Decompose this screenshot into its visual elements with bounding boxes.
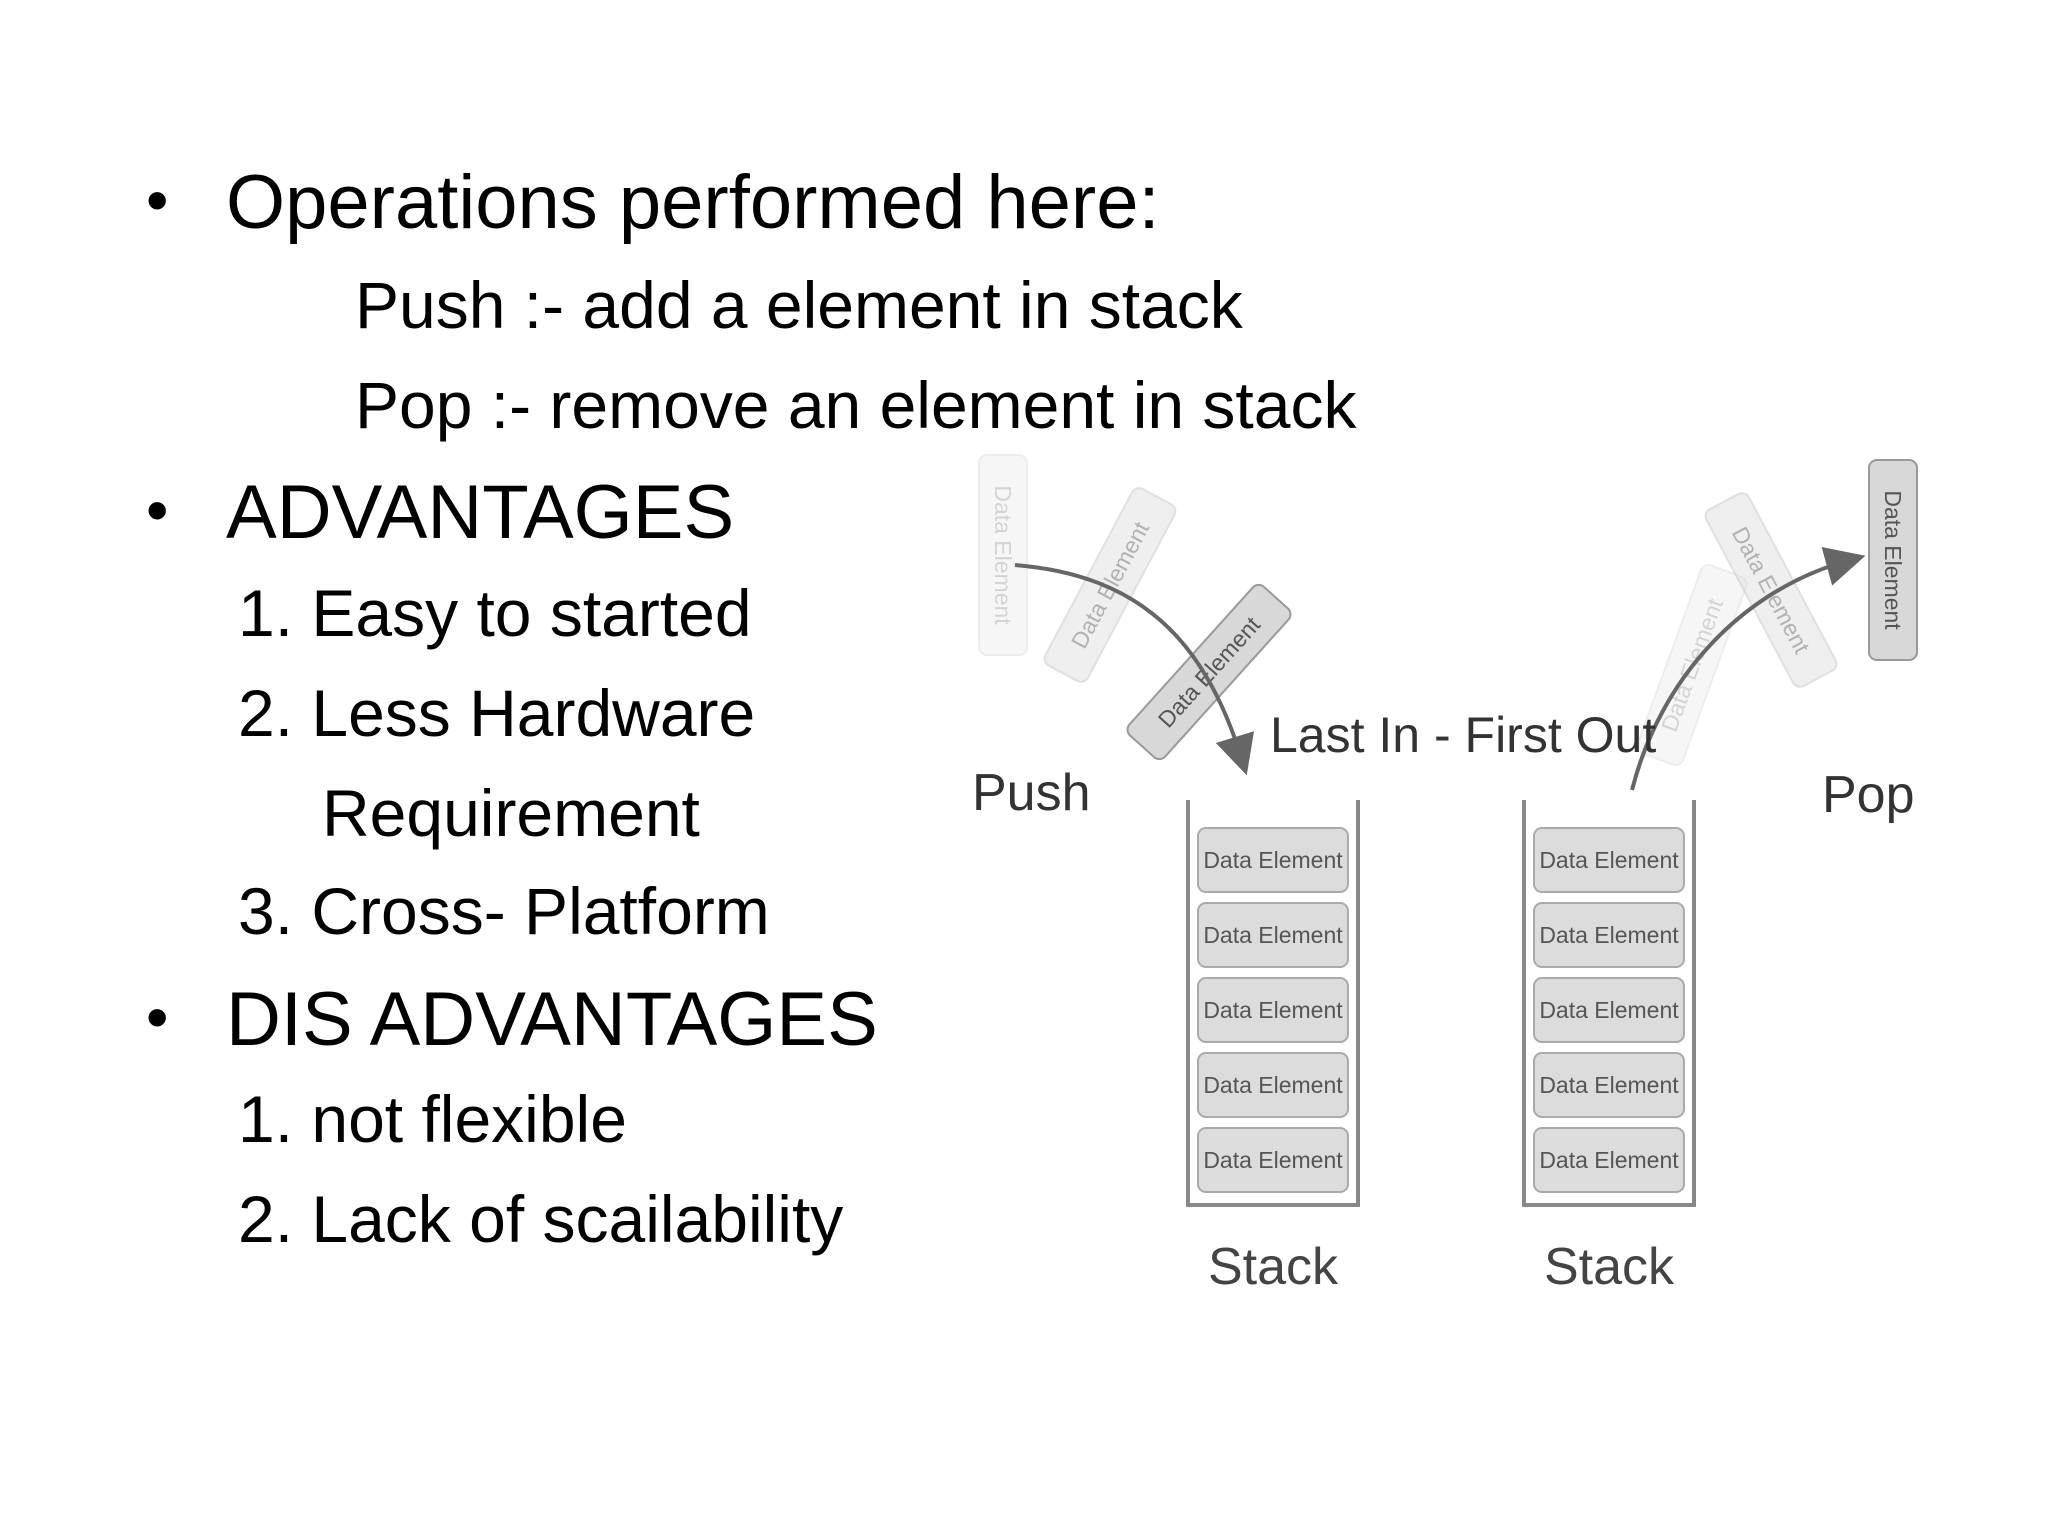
- left-stack-data-element-label: Data Element: [1203, 1072, 1343, 1098]
- advantage-item-1: 1. Easy to started: [238, 576, 752, 650]
- left-stack-data-element-label: Data Element: [1203, 922, 1343, 948]
- push-moving-element-faded-1: Data Element: [978, 454, 1028, 656]
- pop-label: Pop: [1822, 766, 1915, 824]
- right-stack-data-element-label: Data Element: [1539, 922, 1679, 948]
- push-arrow: [1014, 563, 1255, 776]
- bullet-disadvantages: •: [146, 981, 169, 1053]
- right-stack-data-element-label: Data Element: [1539, 1147, 1679, 1173]
- advantage-item-3: 3. Cross- Platform: [238, 874, 770, 948]
- left-stack-data-element: Data Element: [1197, 1127, 1349, 1193]
- disadvantages-heading: DIS ADVANTAGES: [226, 977, 878, 1062]
- push-moving-element: Data Element: [1126, 583, 1292, 761]
- lifo-title: Last In - First Out: [1270, 707, 1656, 763]
- right-stack-data-element: Data Element: [1533, 827, 1685, 893]
- bullet-operations: •: [146, 164, 169, 236]
- operations-heading: Operations performed here:: [226, 160, 1160, 245]
- push-label: Push: [972, 764, 1091, 822]
- disadvantage-item-1: 1. not flexible: [238, 1082, 627, 1156]
- push-moving-element-faded-1-label: Data Element: [990, 485, 1016, 625]
- left-stack-data-element: Data Element: [1197, 902, 1349, 968]
- left-stack-data-element-label: Data Element: [1203, 847, 1343, 873]
- push-description: Push :- add a element in stack: [355, 268, 1243, 342]
- left-stack-data-element: Data Element: [1197, 1052, 1349, 1118]
- advantage-item-2: 2. Less Hardware: [238, 676, 756, 750]
- bullet-advantages: •: [146, 474, 169, 546]
- pop-description: Pop :- remove an element in stack: [355, 368, 1357, 442]
- advantage-item-2-continued: Requirement: [322, 776, 700, 850]
- left-stack-data-element: Data Element: [1197, 977, 1349, 1043]
- push-moving-element-faded-2: Data Element: [1043, 487, 1177, 683]
- disadvantage-item-2: 2. Lack of scailability: [238, 1182, 844, 1256]
- right-stack-data-element-label: Data Element: [1539, 847, 1679, 873]
- right-stack-label: Stack: [1544, 1238, 1675, 1296]
- pop-moving-element: Data Element: [1868, 459, 1918, 661]
- advantages-heading: ADVANTAGES: [226, 470, 735, 555]
- left-stack-container: [1186, 800, 1360, 1207]
- right-stack-data-element: Data Element: [1533, 902, 1685, 968]
- pop-arrow: [1630, 547, 1866, 791]
- pop-moving-element-label: Data Element: [1880, 490, 1906, 630]
- left-stack-data-element-label: Data Element: [1203, 1147, 1343, 1173]
- left-stack-label: Stack: [1208, 1238, 1339, 1296]
- left-stack-data-element: Data Element: [1197, 827, 1349, 893]
- right-stack-container: [1522, 800, 1696, 1207]
- left-stack-data-element-label: Data Element: [1203, 997, 1343, 1023]
- right-stack-data-element: Data Element: [1533, 1127, 1685, 1193]
- right-stack-data-element-label: Data Element: [1539, 997, 1679, 1023]
- right-stack-data-element-label: Data Element: [1539, 1072, 1679, 1098]
- right-stack-data-element: Data Element: [1533, 977, 1685, 1043]
- right-stack-data-element: Data Element: [1533, 1052, 1685, 1118]
